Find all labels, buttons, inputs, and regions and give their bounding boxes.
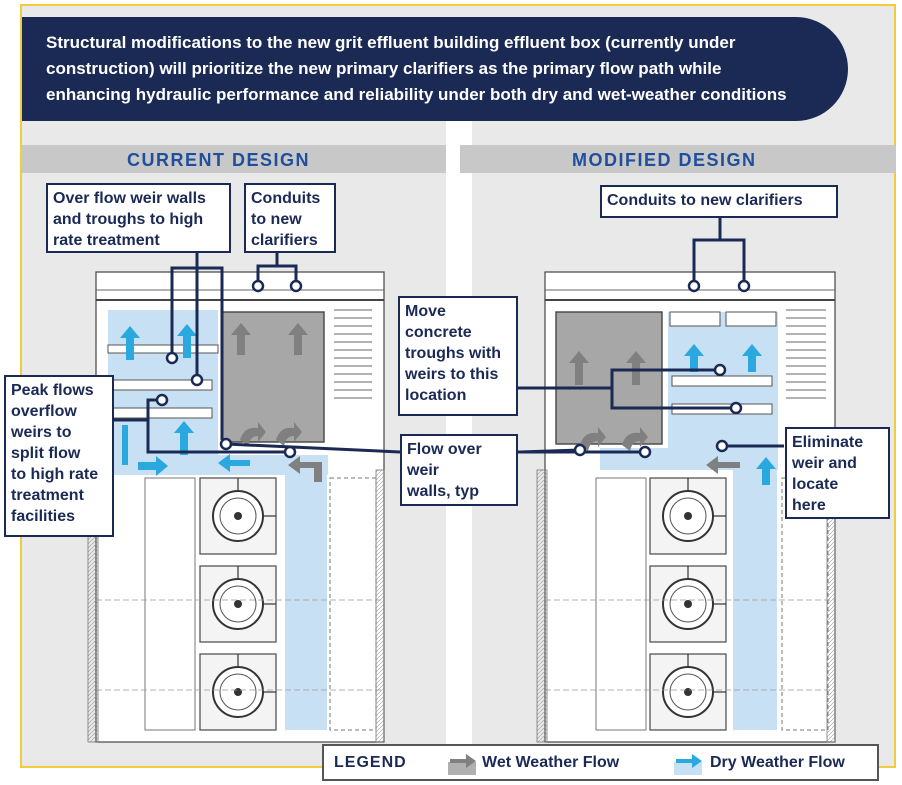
callout-line: walls, typ	[407, 483, 480, 500]
callout-line: Conduits to new clarifiers	[607, 192, 803, 209]
current-dry-arrows	[120, 324, 250, 476]
dry-flow-arrow-icon	[756, 457, 776, 485]
callout-line: weirs to	[11, 424, 72, 441]
dry-flow-arrow-icon	[742, 344, 762, 372]
dry-flow-arrow-icon	[684, 344, 704, 372]
banner-line-1: Structural modifications to the new grit…	[46, 33, 736, 52]
dry-weather-flow-icon	[674, 754, 702, 775]
callout-line: and troughs to high	[53, 211, 204, 228]
callout-line: to new	[251, 211, 302, 228]
banner-line-3: enhancing hydraulic performance and reli…	[46, 85, 787, 104]
leader-endpoints	[155, 279, 751, 459]
callout-line: overflow	[11, 403, 77, 420]
modified-wet-arrows	[569, 351, 740, 474]
callout-line: weirs to this	[405, 366, 499, 383]
wet-flow-arrow-icon	[580, 427, 606, 451]
modified-dry-channel	[668, 312, 778, 462]
dry-flow-arrow-icon	[174, 421, 194, 455]
callout-line: clarifiers	[251, 232, 318, 249]
callout-line: Eliminate	[792, 434, 864, 451]
legend-dry-label: Dry Weather Flow	[710, 754, 845, 771]
callout-peak-flows: Peak flows overflow weirs to split flow …	[4, 375, 114, 537]
legend-wet-label: Wet Weather Flow	[482, 754, 620, 771]
callout-line: treatment	[11, 487, 84, 504]
dry-flow-arrow-icon	[120, 326, 140, 360]
current-header-bar	[22, 145, 446, 173]
callout-overflow-weir-walls: Over flow weir walls and troughs to high…	[46, 183, 231, 253]
callout-flow-over-weir: Flow over weir walls, typ	[400, 434, 518, 506]
wet-flow-arrow-icon	[622, 427, 648, 451]
callout-move-troughs: Move concrete troughs with weirs to this…	[398, 296, 518, 416]
callout-line: troughs with	[405, 345, 501, 362]
modified-header-bar	[460, 145, 896, 173]
callout-line: facilities	[11, 508, 76, 525]
modified-design-title: MODIFIED DESIGN	[572, 150, 757, 170]
callout-line: weir and	[792, 455, 857, 472]
current-plan	[87, 271, 385, 743]
callout-line: here	[792, 497, 826, 514]
callout-line: Move	[405, 303, 446, 320]
dry-flow-arrow-icon	[122, 425, 168, 476]
legend-title: LEGEND	[334, 754, 407, 771]
callout-line: split flow	[11, 445, 81, 462]
summary-banner: Structural modifications to the new grit…	[22, 17, 848, 121]
wet-flow-arrow-icon	[706, 456, 740, 474]
wet-flow-arrow-icon	[626, 351, 646, 385]
banner-line-2: construction) will prioritize the new pr…	[46, 59, 722, 78]
callout-line: Over flow weir walls	[53, 190, 206, 207]
callout-line: rate treatment	[53, 232, 160, 249]
dry-flow-arrow-icon	[218, 454, 250, 472]
dry-flow-arrow-icon	[177, 324, 197, 358]
wet-flow-arrow-icon	[288, 456, 322, 482]
wet-weather-flow-icon	[448, 754, 476, 775]
callout-line: to high rate	[11, 466, 99, 483]
callout-line: Peak flows	[11, 382, 94, 399]
wet-flow-arrow-icon	[231, 323, 251, 355]
callout-line: locate	[792, 476, 839, 493]
wet-flow-arrow-icon	[240, 422, 266, 446]
callout-line: weir	[407, 462, 440, 479]
wet-flow-arrow-icon	[276, 422, 302, 446]
callout-conduits-current: Conduits to new clarifiers	[244, 183, 336, 253]
modified-dry-arrows	[684, 344, 776, 485]
callout-conduits-modified: Conduits to new clarifiers	[600, 185, 838, 218]
current-wet-arrows	[231, 323, 322, 482]
callout-line: Flow over	[407, 441, 482, 458]
callout-line: Conduits	[251, 190, 321, 207]
callout-line: concrete	[405, 324, 472, 341]
wet-flow-arrow-icon	[569, 351, 589, 385]
callout-line: location	[405, 387, 467, 404]
current-design-title: CURRENT DESIGN	[127, 150, 311, 170]
legend: LEGEND Wet Weather Flow Dry Weather Flow	[322, 744, 879, 781]
modified-wet-box	[555, 311, 663, 445]
leader-lines	[108, 218, 784, 454]
callout-eliminate-weir: Eliminate weir and locate here	[785, 427, 890, 519]
current-dry-conduit	[285, 475, 327, 730]
wet-flow-arrow-icon	[288, 323, 308, 355]
